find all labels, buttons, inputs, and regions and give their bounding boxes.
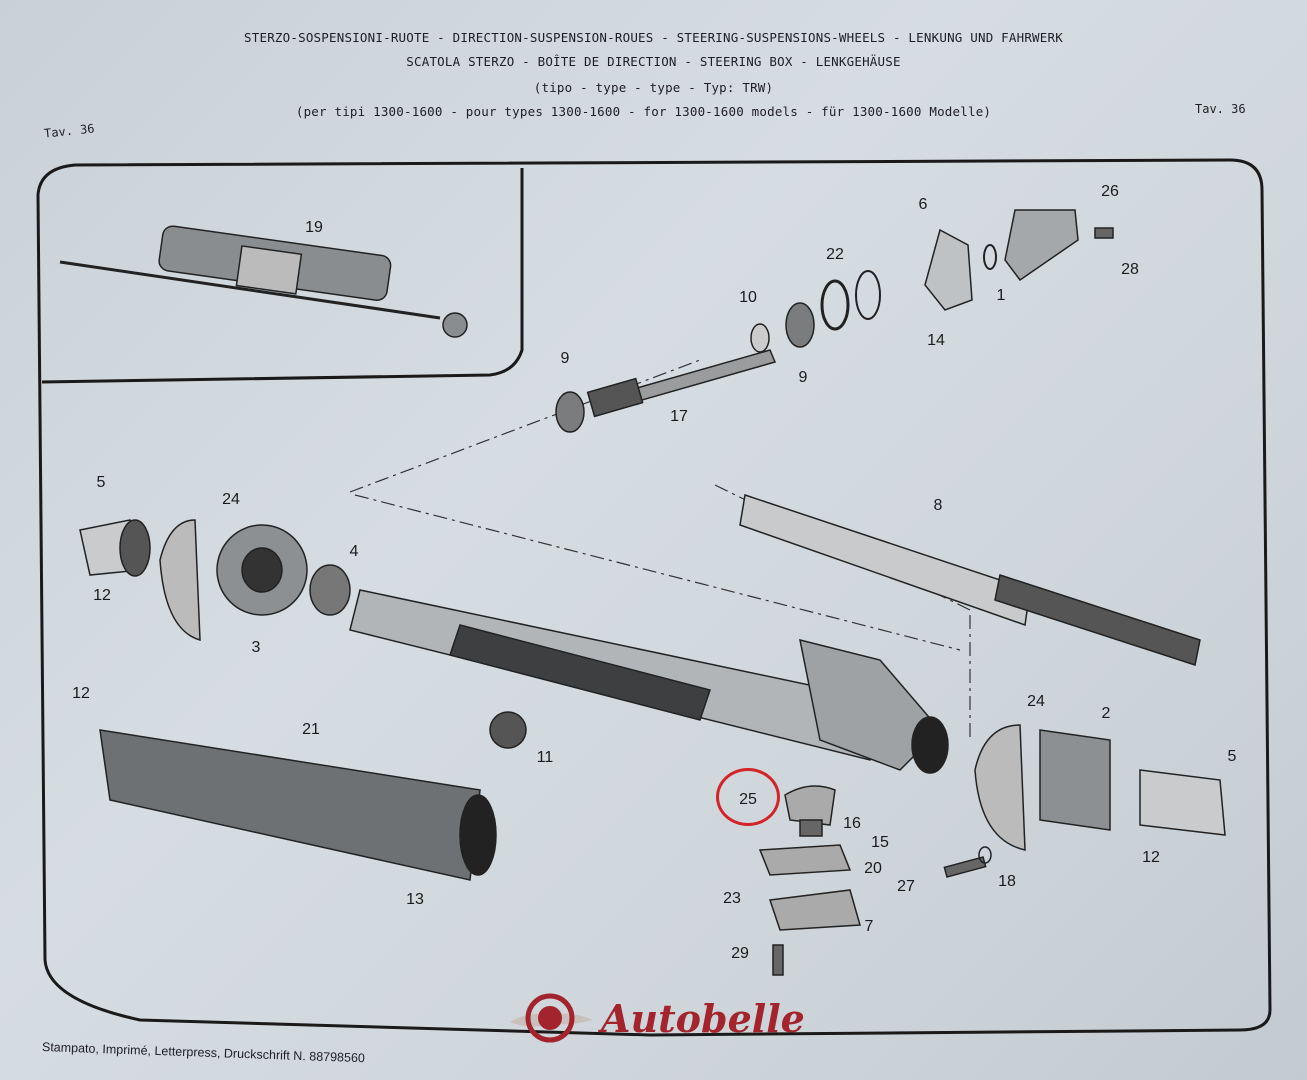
gasket-15	[758, 844, 852, 876]
callout-28: 28	[1121, 261, 1139, 278]
title-line-4: (per tipi 1300-1600 - pour types 1300-16…	[295, 104, 992, 119]
callout-10: 10	[739, 289, 757, 306]
yoke-25	[784, 785, 836, 826]
rack-bar	[739, 494, 1201, 666]
inset-box	[41, 168, 524, 384]
bolt-28	[1094, 227, 1114, 239]
logo-text: Autobelle	[601, 995, 805, 1041]
callout-17: 17	[670, 408, 688, 425]
title-line-2: SCATOLA STERZO - BOÎTE DE DIRECTION - ST…	[406, 54, 901, 69]
callout-12: 12	[72, 685, 90, 702]
callout-25: 25	[739, 791, 757, 808]
callout-23: 23	[723, 890, 741, 907]
shim-22	[820, 279, 850, 331]
clip-13	[459, 794, 497, 876]
bush-5-right	[1139, 769, 1226, 836]
frame-border	[36, 158, 1272, 1037]
bush-4	[309, 564, 351, 616]
bolt-29	[772, 944, 784, 976]
callout-27: 27	[897, 878, 915, 895]
callout-24: 24	[1027, 693, 1045, 710]
title-line-1: STERZO-SOSPENSIONI-RUOTE - DIRECTION-SUS…	[244, 30, 1063, 45]
callout-29: 29	[731, 945, 749, 962]
washer-18	[978, 846, 992, 864]
callout-18: 18	[998, 873, 1016, 890]
callout-3: 3	[251, 639, 261, 656]
boot-21	[99, 729, 481, 881]
clamp-24-right	[974, 724, 1026, 851]
callout-9: 9	[798, 369, 808, 386]
grommet-11	[489, 711, 527, 749]
inset-assembly	[59, 225, 468, 338]
callout-7: 7	[864, 918, 874, 935]
callout-12: 12	[1142, 849, 1160, 866]
ring-12-left	[119, 519, 151, 577]
seal-1	[983, 244, 997, 270]
callout-11: 11	[536, 749, 554, 766]
callout-16: 16	[843, 815, 861, 832]
flange-26	[1004, 209, 1079, 282]
mount-2	[1039, 729, 1111, 831]
spring-16	[799, 819, 823, 837]
cover-6	[924, 228, 973, 311]
autobelle-logo: Autobelle	[505, 990, 805, 1046]
callout-22: 22	[826, 246, 844, 263]
callout-4: 4	[349, 543, 359, 560]
clamp-24-left	[159, 519, 201, 642]
bearing-9b	[785, 302, 815, 348]
bearing-9a	[555, 391, 585, 433]
plate-number-right: Tav. 36	[1195, 102, 1246, 116]
pinion-shaft	[586, 349, 777, 418]
callout-24: 24	[222, 491, 240, 508]
callout-2: 2	[1101, 705, 1111, 722]
shim-22b	[855, 270, 881, 320]
callout-14: 14	[927, 332, 945, 349]
callout-21: 21	[302, 721, 320, 738]
bolt-27	[943, 856, 987, 878]
callout-8: 8	[933, 497, 943, 514]
callout-26: 26	[1101, 183, 1119, 200]
callout-12: 12	[93, 587, 111, 604]
washer-10	[750, 323, 770, 353]
callout-20: 20	[864, 860, 882, 877]
callout-19: 19	[305, 219, 323, 236]
highlight-circle	[716, 768, 780, 826]
rack-housing	[349, 589, 949, 774]
cover-7	[768, 889, 861, 931]
callout-9: 9	[560, 350, 570, 367]
callout-5: 5	[96, 474, 106, 491]
callout-13: 13	[406, 891, 424, 908]
callout-6: 6	[918, 196, 928, 213]
callout-1: 1	[996, 287, 1006, 304]
callout-5: 5	[1227, 748, 1237, 765]
callout-15: 15	[871, 834, 889, 851]
title-line-3: (tipo - type - type - Typ: TRW)	[533, 80, 774, 95]
logo-emblem-icon	[510, 993, 593, 1043]
